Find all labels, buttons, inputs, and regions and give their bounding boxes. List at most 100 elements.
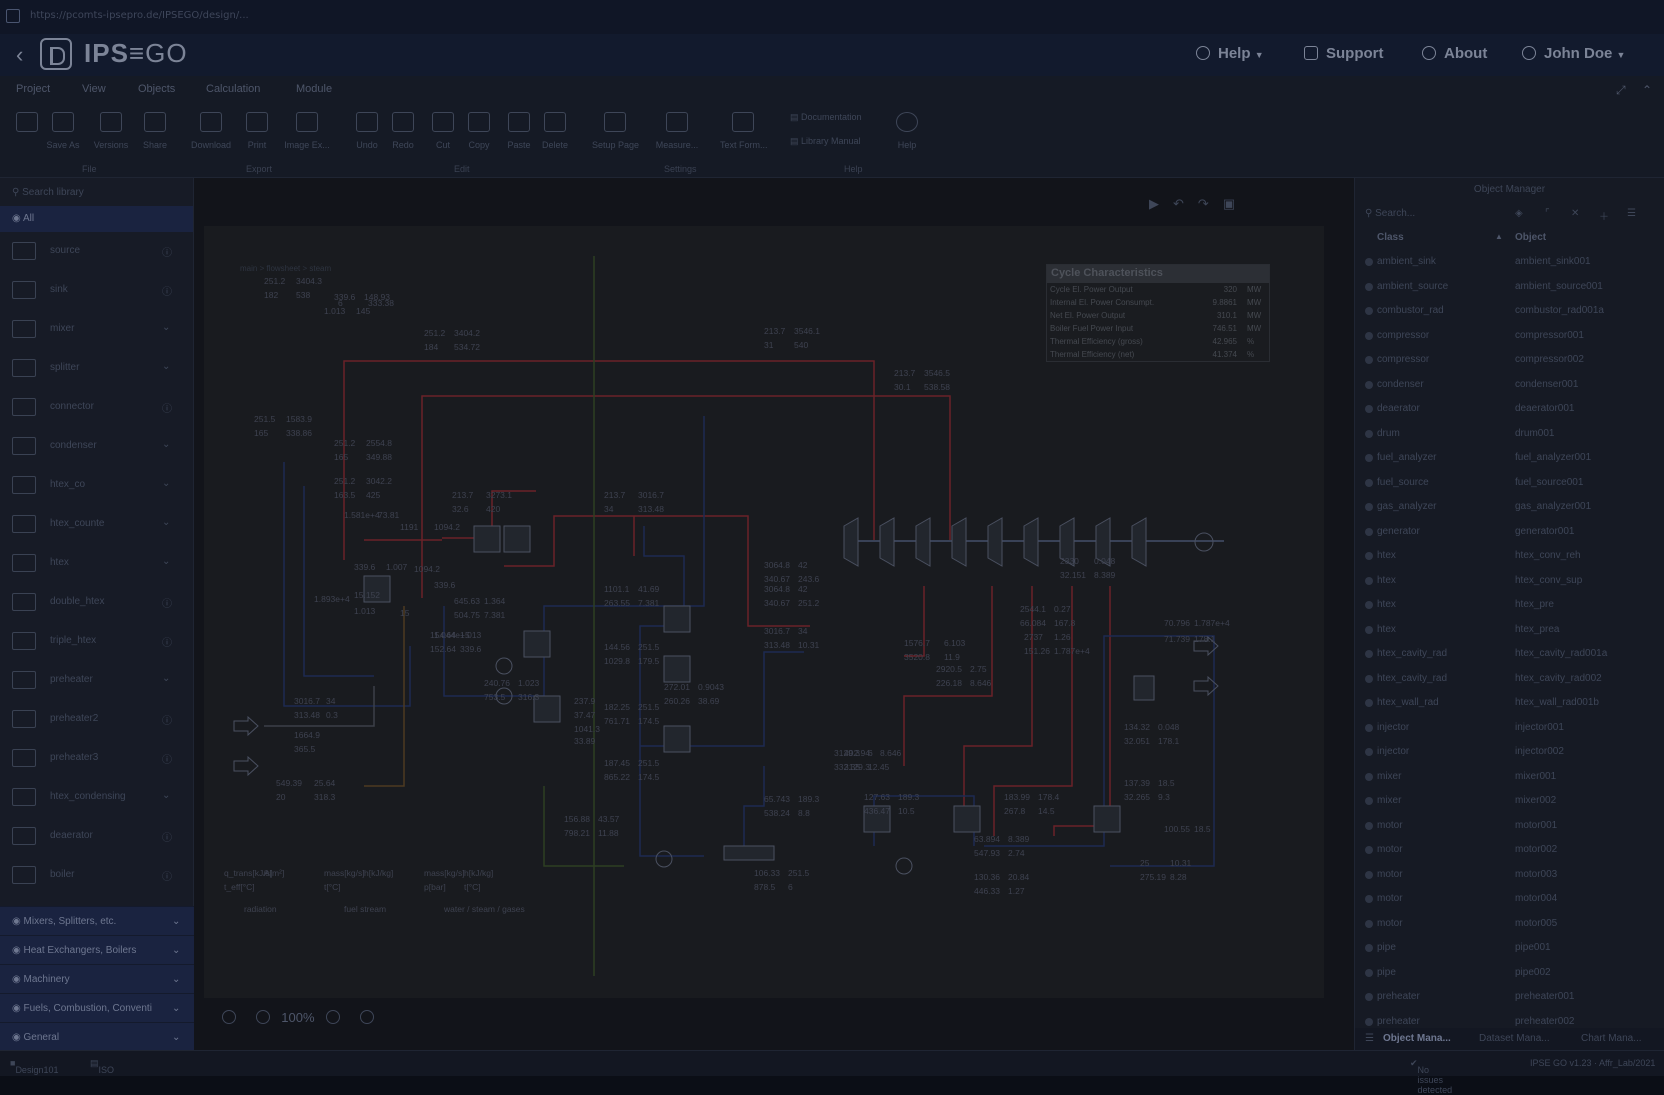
condenser-box[interactable] xyxy=(724,846,774,860)
image-export-button[interactable]: Image Ex... xyxy=(284,112,330,168)
turbine-stage[interactable] xyxy=(916,518,930,566)
turbine-stage[interactable] xyxy=(988,518,1002,566)
tab-project[interactable]: Project xyxy=(16,83,50,95)
eye-icon[interactable] xyxy=(1365,944,1373,952)
user-menu[interactable]: John Doe ▼ xyxy=(1522,45,1625,62)
object-row[interactable]: mixermixer002 xyxy=(1355,789,1664,814)
object-row[interactable]: htexhtex_pre xyxy=(1355,593,1664,618)
sort-icon[interactable]: ▲ xyxy=(1495,232,1503,241)
eye-icon[interactable] xyxy=(1365,356,1373,364)
eye-icon[interactable] xyxy=(1365,381,1373,389)
generator[interactable] xyxy=(1195,533,1213,551)
library-category[interactable]: ◉ Heat Exchangers, Boilers⌄ xyxy=(0,935,194,964)
library-category[interactable]: ◉ Mixers, Splitters, etc.⌄ xyxy=(0,906,194,935)
object-row[interactable]: deaeratordeaerator001 xyxy=(1355,397,1664,422)
eye-icon[interactable] xyxy=(1365,601,1373,609)
menu-icon[interactable]: ☰ xyxy=(1627,208,1636,219)
heat-exchanger[interactable] xyxy=(954,806,980,832)
object-row[interactable]: generatorgenerator001 xyxy=(1355,520,1664,545)
object-row[interactable]: preheaterpreheater001 xyxy=(1355,985,1664,1010)
info-icon[interactable]: ⓘ xyxy=(162,868,172,883)
library-item-boiler[interactable]: boilerⓘ xyxy=(0,856,193,895)
library-category[interactable]: ◉ General⌄ xyxy=(0,1022,194,1051)
object-row[interactable]: pipepipe002 xyxy=(1355,961,1664,986)
eye-icon[interactable] xyxy=(1365,454,1373,462)
eye-icon[interactable] xyxy=(1365,846,1373,854)
library-category[interactable]: ◉ Machinery⌄ xyxy=(0,964,194,993)
chevron-down-icon[interactable]: ⌄ xyxy=(162,790,170,801)
eye-icon[interactable] xyxy=(1365,699,1373,707)
tab-object-manager[interactable]: Object Mana... xyxy=(1383,1033,1451,1044)
eye-icon[interactable] xyxy=(1365,871,1373,879)
eye-icon[interactable] xyxy=(1365,283,1373,291)
fuel-line[interactable] xyxy=(364,606,404,786)
eye-icon[interactable] xyxy=(1365,675,1373,683)
eye-icon[interactable] xyxy=(1365,822,1373,830)
eye-icon[interactable] xyxy=(1365,405,1373,413)
mixer-box[interactable] xyxy=(1134,676,1154,700)
steam-line[interactable] xyxy=(344,361,874,560)
library-item-double-htex[interactable]: double_htexⓘ xyxy=(0,583,193,622)
eye-icon[interactable] xyxy=(1365,479,1373,487)
steam-line[interactable] xyxy=(504,516,810,626)
eye-icon[interactable] xyxy=(1365,258,1373,266)
support-link[interactable]: Support xyxy=(1304,45,1384,62)
chevron-down-icon[interactable]: ⌄ xyxy=(162,673,170,684)
versions-button[interactable]: Versions xyxy=(88,112,134,168)
zoom-in-icon[interactable] xyxy=(326,1010,340,1024)
help-button[interactable]: Help xyxy=(884,112,930,168)
object-row[interactable]: ambient_sourceambient_source001 xyxy=(1355,275,1664,300)
object-row[interactable]: motormotor005 xyxy=(1355,912,1664,937)
documentation-link[interactable]: ▤ Documentation xyxy=(790,112,862,123)
tab-chart-manager[interactable]: Chart Mana... xyxy=(1581,1033,1642,1044)
expand-icon[interactable]: ⤢ xyxy=(1616,83,1626,98)
object-row[interactable]: htexhtex_conv_reh xyxy=(1355,544,1664,569)
library-item-htex[interactable]: htex⌄ xyxy=(0,544,193,583)
source-sink-arrow[interactable] xyxy=(234,757,258,775)
heat-exchanger[interactable] xyxy=(664,726,690,752)
chevron-down-icon[interactable]: ⌄ xyxy=(162,517,170,528)
steam-line[interactable] xyxy=(904,586,992,766)
object-row[interactable]: motormotor003 xyxy=(1355,863,1664,888)
library-item-htex-condensing[interactable]: htex_condensing⌄ xyxy=(0,778,193,817)
export-icon[interactable]: ▣ xyxy=(1223,196,1249,211)
link-icon[interactable]: ⌜ xyxy=(1545,208,1550,219)
library-manual-link[interactable]: ▤ Library Manual xyxy=(790,136,861,147)
object-row[interactable]: injectorinjector002 xyxy=(1355,740,1664,765)
text-format-button[interactable]: Text Form... xyxy=(720,112,766,168)
eye-icon[interactable] xyxy=(1365,969,1373,977)
info-icon[interactable]: ⓘ xyxy=(162,829,172,844)
motor-pump[interactable] xyxy=(656,851,672,867)
object-row[interactable]: ambient_sinkambient_sink001 xyxy=(1355,250,1664,275)
object-search-input[interactable]: Search... xyxy=(1375,208,1415,219)
delete-button[interactable]: Delete xyxy=(532,112,578,168)
share-button[interactable]: Share xyxy=(132,112,178,168)
heat-exchanger[interactable] xyxy=(474,526,500,552)
tab-module[interactable]: Module xyxy=(296,83,332,95)
chevron-down-icon[interactable]: ⌄ xyxy=(162,478,170,489)
collapse-ribbon-icon[interactable]: ⌃ xyxy=(1642,83,1652,97)
save-as-button[interactable]: Save As xyxy=(40,112,86,168)
add-icon[interactable]: ＋ xyxy=(1599,208,1609,223)
column-class[interactable]: Class xyxy=(1377,232,1404,243)
object-row[interactable]: motormotor004 xyxy=(1355,887,1664,912)
turbine-stage[interactable] xyxy=(1024,518,1038,566)
back-arrow-icon[interactable]: ‹ xyxy=(16,42,23,68)
eye-icon[interactable] xyxy=(1365,773,1373,781)
zoom-fit-icon[interactable] xyxy=(222,1010,236,1024)
eye-icon[interactable] xyxy=(1365,307,1373,315)
info-icon[interactable]: ⓘ xyxy=(162,400,172,415)
library-item-condenser[interactable]: condenser⌄ xyxy=(0,427,193,466)
turbine-stage[interactable] xyxy=(1132,518,1146,566)
chevron-down-icon[interactable]: ⌄ xyxy=(162,361,170,372)
info-icon[interactable]: ⓘ xyxy=(162,244,172,259)
object-row[interactable]: htexhtex_prea xyxy=(1355,618,1664,643)
object-row[interactable]: injectorinjector001 xyxy=(1355,716,1664,741)
library-item-mixer[interactable]: mixer⌄ xyxy=(0,310,193,349)
undo-icon[interactable]: ↶ xyxy=(1173,196,1198,211)
eye-icon[interactable] xyxy=(1365,650,1373,658)
download-button[interactable]: Download xyxy=(188,112,234,168)
library-item-source[interactable]: sourceⓘ xyxy=(0,232,193,271)
heat-exchanger[interactable] xyxy=(664,656,690,682)
turbine-stage[interactable] xyxy=(952,518,966,566)
